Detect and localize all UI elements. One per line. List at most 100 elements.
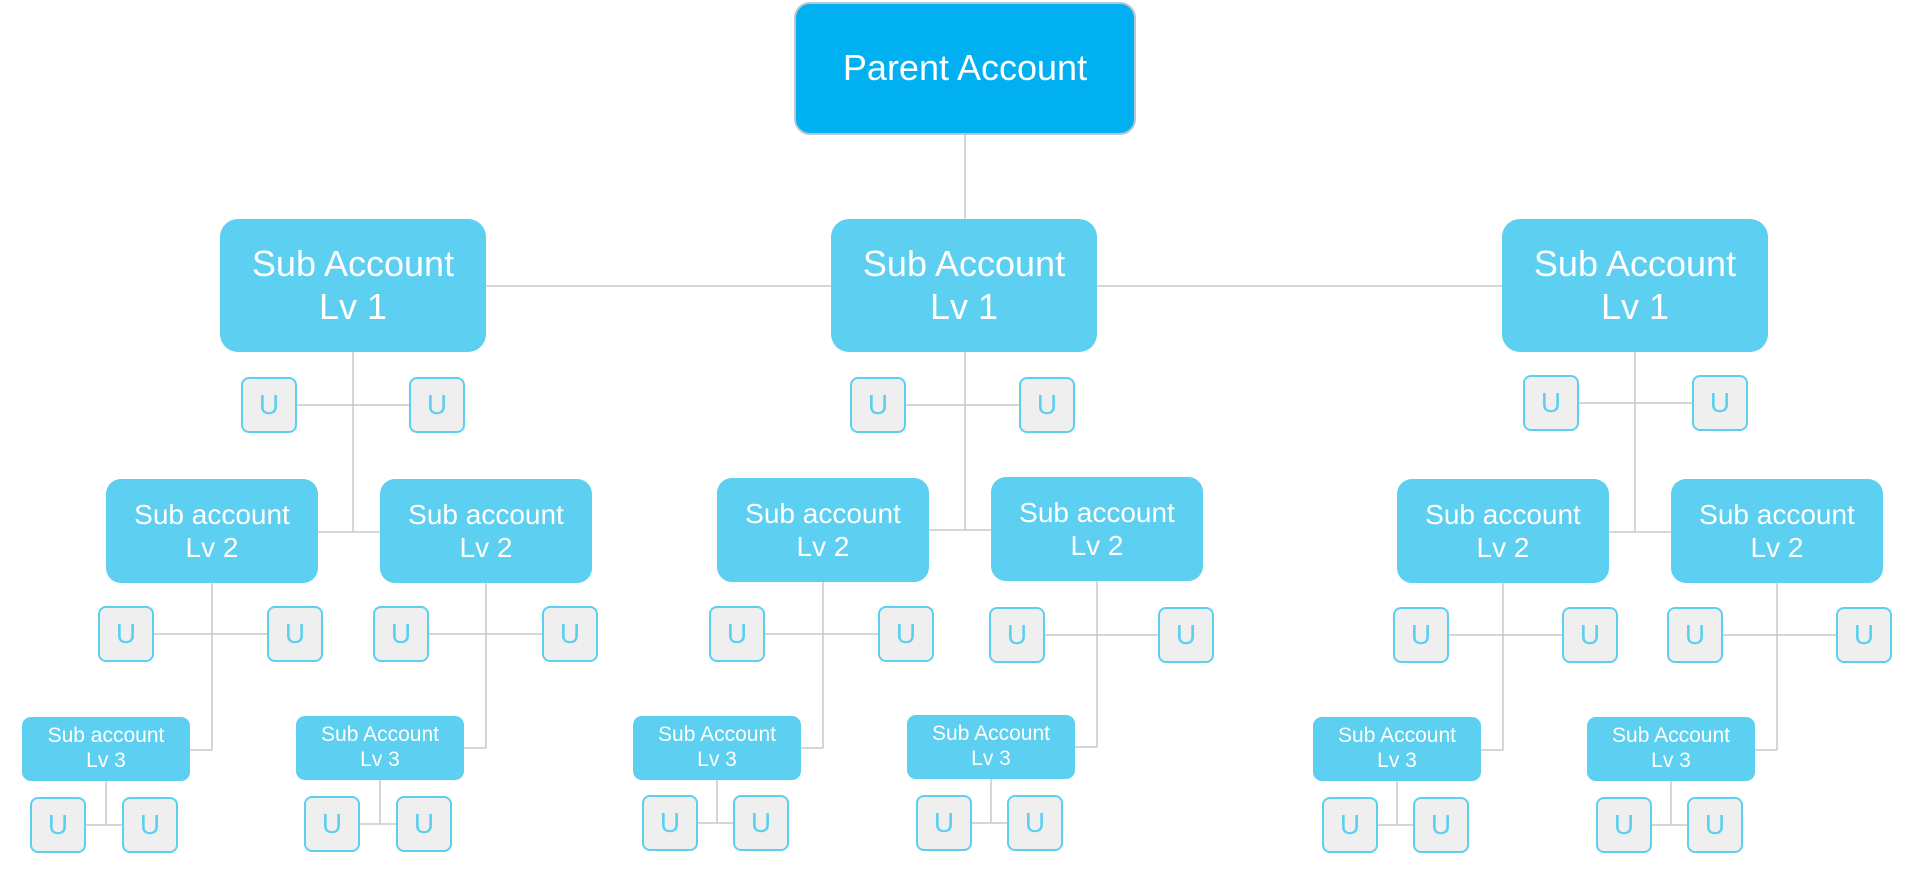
node-level: Lv 2 [1070, 530, 1124, 561]
user-label: U [1006, 619, 1028, 650]
user-label: U [1579, 619, 1601, 650]
user-label: U [413, 808, 435, 839]
sub-account-lv2-node: Sub account Lv 2 [717, 478, 929, 582]
user-label: U [47, 809, 69, 840]
sub-account-lv1-node: Sub Account Lv 1 [1502, 219, 1768, 352]
node-title: Sub account [1425, 498, 1581, 530]
user-box: U [709, 606, 765, 662]
node-title: Sub account [1699, 498, 1855, 530]
sub-account-lv3-node: Sub Account Lv 3 [296, 716, 464, 780]
node-level: Lv 2 [1476, 532, 1530, 563]
user-label: U [390, 618, 412, 649]
user-label: U [1684, 619, 1706, 650]
user-box: U [1836, 607, 1892, 663]
node-level: Lv 3 [360, 748, 400, 771]
node-title: Sub Account [1338, 724, 1456, 748]
node-level: Lv 2 [459, 532, 513, 563]
sub-account-lv3-node: Sub account Lv 3 [22, 717, 190, 781]
user-box: U [642, 795, 698, 851]
user-box: U [1692, 375, 1748, 431]
node-level: Lv 3 [86, 749, 126, 772]
sub-account-lv2-node: Sub account Lv 2 [380, 479, 592, 583]
user-label: U [933, 807, 955, 838]
sub-account-lv2-node: Sub account Lv 2 [106, 479, 318, 583]
sub-account-lv3-node: Sub Account Lv 3 [907, 715, 1075, 779]
node-title: Sub Account [251, 243, 455, 285]
user-label: U [426, 389, 448, 420]
sub-account-lv2-node: Sub account Lv 2 [1671, 479, 1883, 583]
node-title: Sub Account [932, 722, 1050, 746]
user-label: U [1853, 619, 1875, 650]
user-label: U [1430, 809, 1452, 840]
sub-account-lv3-node: Sub Account Lv 3 [1587, 717, 1755, 781]
user-label: U [726, 618, 748, 649]
node-level: Lv 3 [971, 747, 1011, 770]
user-label: U [321, 808, 343, 839]
parent-account-node: Parent Account [794, 2, 1136, 135]
node-title: Sub account [745, 497, 901, 529]
node-level: Lv 2 [185, 532, 239, 563]
user-box: U [304, 796, 360, 852]
user-label: U [139, 809, 161, 840]
user-box: U [989, 607, 1045, 663]
node-level: Lv 3 [1377, 749, 1417, 772]
user-label: U [284, 618, 306, 649]
node-level: Lv 1 [929, 285, 999, 327]
user-label: U [867, 389, 889, 420]
user-box: U [916, 795, 972, 851]
user-box: U [1596, 797, 1652, 853]
user-box: U [1687, 797, 1743, 853]
user-box: U [1322, 797, 1378, 853]
user-box: U [1562, 607, 1618, 663]
user-label: U [750, 807, 772, 838]
user-box: U [30, 797, 86, 853]
node-title: Sub account [134, 498, 290, 530]
user-box: U [1413, 797, 1469, 853]
node-title: Sub Account [1533, 243, 1737, 285]
user-box: U [1019, 377, 1075, 433]
user-box: U [1523, 375, 1579, 431]
user-label: U [659, 807, 681, 838]
user-label: U [895, 618, 917, 649]
node-title: Sub Account [1612, 724, 1730, 748]
user-box: U [122, 797, 178, 853]
sub-account-lv3-node: Sub Account Lv 3 [633, 716, 801, 780]
node-level: Lv 3 [1651, 749, 1691, 772]
node-level: Lv 2 [1750, 532, 1804, 563]
user-label: U [1613, 809, 1635, 840]
node-level: Lv 2 [796, 531, 850, 562]
node-title: Sub account [1019, 496, 1175, 528]
node-title: Sub Account [658, 723, 776, 747]
user-label: U [1704, 809, 1726, 840]
user-label: U [1175, 619, 1197, 650]
user-box: U [373, 606, 429, 662]
user-label: U [1540, 387, 1562, 418]
user-box: U [241, 377, 297, 433]
sub-account-lv3-node: Sub Account Lv 3 [1313, 717, 1481, 781]
user-label: U [559, 618, 581, 649]
user-box: U [1007, 795, 1063, 851]
user-label: U [1709, 387, 1731, 418]
node-title: Sub account [47, 724, 165, 748]
user-box: U [98, 606, 154, 662]
parent-account-label: Parent Account [842, 47, 1088, 89]
user-box: U [542, 606, 598, 662]
node-level: Lv 3 [697, 748, 737, 771]
user-label: U [1410, 619, 1432, 650]
user-box: U [733, 795, 789, 851]
user-label: U [115, 618, 137, 649]
sub-account-lv1-node: Sub Account Lv 1 [220, 219, 486, 352]
user-box: U [850, 377, 906, 433]
user-label: U [1339, 809, 1361, 840]
sub-account-lv1-node: Sub Account Lv 1 [831, 219, 1097, 352]
user-label: U [258, 389, 280, 420]
user-box: U [267, 606, 323, 662]
user-box: U [878, 606, 934, 662]
user-box: U [1393, 607, 1449, 663]
user-label: U [1024, 807, 1046, 838]
user-box: U [1158, 607, 1214, 663]
user-box: U [396, 796, 452, 852]
node-level: Lv 1 [318, 285, 388, 327]
